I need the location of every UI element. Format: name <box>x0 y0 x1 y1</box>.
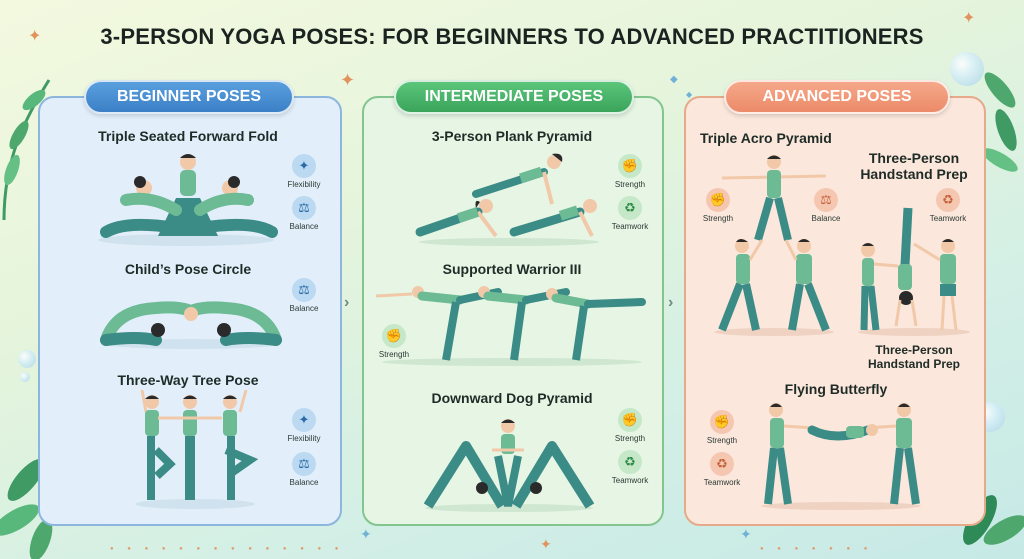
benefit-badge: ✊ Strength <box>598 154 662 189</box>
page-title: 3-PERSON YOGA POSES: FOR BEGINNERS TO AD… <box>100 24 924 49</box>
leaf-decoration-left-top <box>2 79 51 220</box>
pose-caption: Three-Person Handstand Prep <box>867 343 960 371</box>
intermediate-panel <box>362 96 664 526</box>
benefit-badge: ♻ Teamwork <box>598 450 662 485</box>
pose-illustration-triple-seated-forward-fold <box>98 154 278 246</box>
pose-title: Three-Person Handstand Prep <box>860 150 968 182</box>
muscle-icon: ✊ <box>706 188 730 212</box>
benefit-badge: ✊ Strength <box>686 188 750 223</box>
pose-illustration-flying-butterfly <box>761 403 921 510</box>
benefit-badge: ♻ Teamwork <box>690 452 754 487</box>
pose-illustration-3-person-plank-pyramid <box>415 153 599 246</box>
dots-decoration: ● ● ● ● ● ● ● <box>760 546 874 552</box>
beginner-section-label: BEGINNER POSES <box>84 80 294 114</box>
leaf-decoration-right-top <box>982 72 1018 172</box>
pose-illustration-supported-warrior-iii <box>376 286 646 366</box>
stretch-icon: ✦ <box>292 408 316 432</box>
muscle-icon: ✊ <box>618 154 642 178</box>
recycle-icon: ♻ <box>710 452 734 476</box>
benefit-badge: ✊ Strength <box>362 324 426 359</box>
recycle-icon: ♻ <box>618 450 642 474</box>
muscle-icon: ✊ <box>710 410 734 434</box>
pose-title: Triple Seated Forward Fold <box>98 128 278 144</box>
pose-illustration-childs-pose-circle <box>100 301 282 349</box>
benefit-badge: ✊ Strength <box>598 408 662 443</box>
pose-title: 3-Person Plank Pyramid <box>431 128 593 144</box>
pose-illustration-downward-dog-pyramid <box>423 419 595 512</box>
benefit-badge: ✊ Strength <box>690 410 754 445</box>
pose-title: Child’s Pose Circle <box>124 261 252 277</box>
pose-illustration-triple-acro-pyramid <box>714 155 834 336</box>
dots-decoration: ● ● ● ● ● ● ● ● ● ● ● ● ● ● <box>110 546 345 552</box>
sparkle-icon: ◆ <box>686 90 693 99</box>
bubble-decoration <box>950 52 984 86</box>
scale-icon: ⚖ <box>292 196 316 220</box>
benefit-badge: ✦ Flexibility <box>272 154 336 189</box>
benefit-badge: ⚖ Balance <box>794 188 858 223</box>
benefit-badge: ♻ Teamwork <box>598 196 662 231</box>
sparkle-icon: ✦ <box>28 28 42 45</box>
intermediate-section-label: INTERMEDIATE POSES <box>394 80 634 114</box>
pose-title: Triple Acro Pyramid <box>700 130 832 146</box>
benefit-badge: ⚖ Balance <box>272 278 336 313</box>
leaf-decoration-left-bottom <box>0 459 53 559</box>
sparkle-icon: ✦ <box>540 536 552 552</box>
benefit-badge: ♻ Teamwork <box>916 188 980 223</box>
benefit-badge: ✦ Flexibility <box>272 408 336 443</box>
pose-title: Downward Dog Pyramid <box>431 390 593 406</box>
stretch-icon: ✦ <box>292 154 316 178</box>
sparkle-icon: ◆ <box>670 74 678 85</box>
muscle-icon: ✊ <box>382 324 406 348</box>
pose-title: Flying Butterfly <box>784 381 888 397</box>
scale-icon: ⚖ <box>292 452 316 476</box>
pose-illustration-three-person-handstand-prep <box>858 207 970 336</box>
scale-icon: ⚖ <box>292 278 316 302</box>
chevron-right-icon: › <box>344 294 350 311</box>
pose-title: Three-Way Tree Pose <box>117 372 259 388</box>
recycle-icon: ♻ <box>936 188 960 212</box>
bubble-decoration <box>18 350 36 368</box>
pose-title: Supported Warrior III <box>442 261 582 277</box>
muscle-icon: ✊ <box>618 408 642 432</box>
bubble-decoration <box>20 372 30 382</box>
recycle-icon: ♻ <box>618 196 642 220</box>
pose-illustration-three-way-tree-pose <box>135 390 259 509</box>
sparkle-icon: ✦ <box>360 526 372 542</box>
advanced-section-label: ADVANCED POSES <box>724 80 950 114</box>
benefit-badge: ⚖ Balance <box>272 196 336 231</box>
chevron-right-icon: › <box>668 294 674 311</box>
sparkle-icon: ✦ <box>340 70 356 90</box>
sparkle-icon: ✦ <box>962 10 976 27</box>
benefit-badge: ⚖ Balance <box>272 452 336 487</box>
sparkle-icon: ✦ <box>740 526 752 542</box>
scale-icon: ⚖ <box>814 188 838 212</box>
